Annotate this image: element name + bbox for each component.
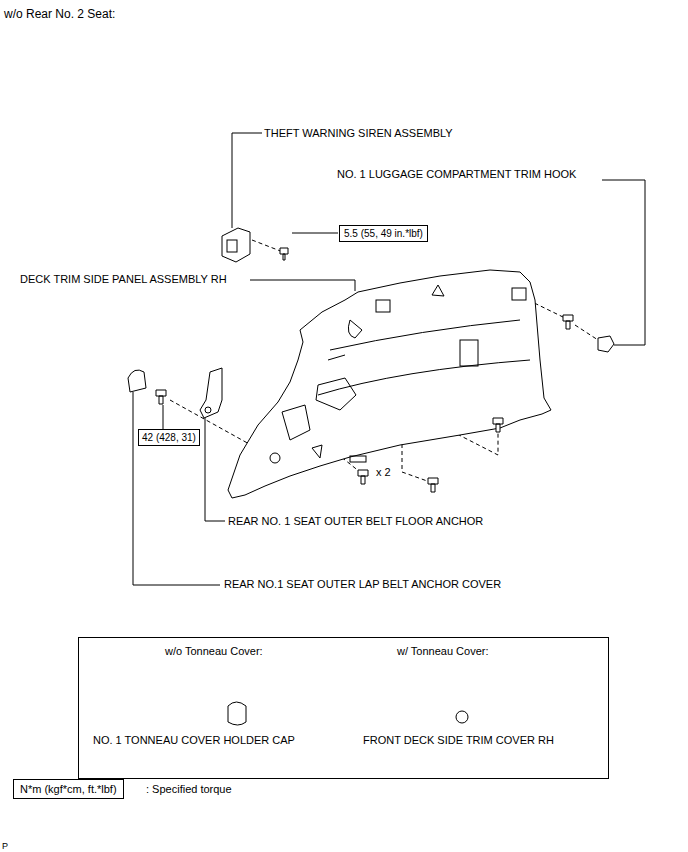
legend-box: N*m (kgf*cm, ft.*lbf) bbox=[13, 779, 124, 799]
panel-opening bbox=[282, 405, 310, 440]
leader-line bbox=[602, 180, 645, 345]
page-mark: P bbox=[2, 840, 8, 852]
leader-line bbox=[232, 133, 262, 228]
anchor-hole bbox=[270, 453, 280, 463]
node-text: N*m (kgf*cm, ft.*lbf) bbox=[20, 782, 117, 796]
screw bbox=[428, 478, 438, 492]
leader-line bbox=[292, 233, 338, 234]
panel-hole bbox=[432, 285, 444, 296]
legend-text: : Specified torque bbox=[146, 783, 232, 796]
variant-text: NO. 1 TONNEAU COVER HOLDER CAP bbox=[93, 733, 295, 747]
quantity-note: x 2 bbox=[376, 466, 391, 479]
holder-cap bbox=[228, 702, 246, 725]
siren-assembly bbox=[222, 228, 250, 262]
panel-tab bbox=[350, 456, 366, 462]
panel-detail bbox=[328, 355, 345, 360]
variant-text: w/ Tonneau Cover: bbox=[397, 644, 489, 658]
belt-anchor bbox=[200, 368, 222, 418]
panel-hole bbox=[348, 320, 362, 338]
leader-line bbox=[205, 521, 225, 522]
torque-box: 5.5 (55, 49 in.*lbf) bbox=[339, 225, 428, 242]
install-line bbox=[575, 325, 598, 340]
leader-line bbox=[133, 585, 220, 586]
part-name: REAR NO. 1 SEAT OUTER BELT FLOOR ANCHOR bbox=[228, 515, 483, 528]
part-name: NO. 1 LUGGAGE COMPARTMENT TRIM HOOK bbox=[337, 168, 576, 181]
node-text: 42 (428, 31) bbox=[142, 431, 196, 444]
screw bbox=[493, 418, 503, 432]
panel-pocket bbox=[316, 378, 356, 410]
leader-line bbox=[133, 392, 134, 585]
panel-clip bbox=[376, 300, 390, 312]
panel-hole bbox=[312, 445, 322, 458]
deck-trim-panel bbox=[228, 270, 551, 498]
panel-contour bbox=[330, 320, 520, 350]
variant-text: w/o Tonneau Cover: bbox=[165, 644, 263, 658]
torque-box: 42 (428, 31) bbox=[138, 429, 200, 446]
leader-line bbox=[250, 280, 355, 291]
part-name: DECK TRIM SIDE PANEL ASSEMBLY RH bbox=[20, 273, 227, 286]
anchor-cover bbox=[128, 370, 146, 392]
section-heading: w/o Rear No. 2 Seat: bbox=[4, 8, 115, 21]
install-line bbox=[402, 472, 430, 482]
trim-hook bbox=[598, 336, 614, 352]
panel-contour bbox=[318, 360, 530, 395]
variant-text: FRONT DECK SIDE TRIM COVER RH bbox=[363, 733, 554, 747]
leader-line bbox=[163, 405, 164, 429]
part-name: REAR NO.1 SEAT OUTER LAP BELT ANCHOR COV… bbox=[224, 578, 501, 591]
anchor-hole bbox=[205, 407, 211, 413]
siren-detail bbox=[227, 240, 237, 252]
leader-line bbox=[205, 418, 206, 521]
variant-panel: w/o Tonneau Cover: w/ Tonneau Cover: NO. 1… bbox=[78, 637, 609, 779]
install-line bbox=[252, 240, 283, 252]
panel-clip bbox=[512, 288, 526, 300]
panel-opening bbox=[460, 340, 478, 366]
part-name: THEFT WARNING SIREN ASSEMBLY bbox=[264, 127, 453, 140]
node-text: 5.5 (55, 49 in.*lbf) bbox=[344, 227, 423, 240]
screw bbox=[358, 470, 368, 484]
trim-cover bbox=[456, 711, 468, 723]
screw bbox=[563, 315, 573, 329]
bolt bbox=[156, 390, 166, 404]
screw bbox=[280, 248, 288, 260]
